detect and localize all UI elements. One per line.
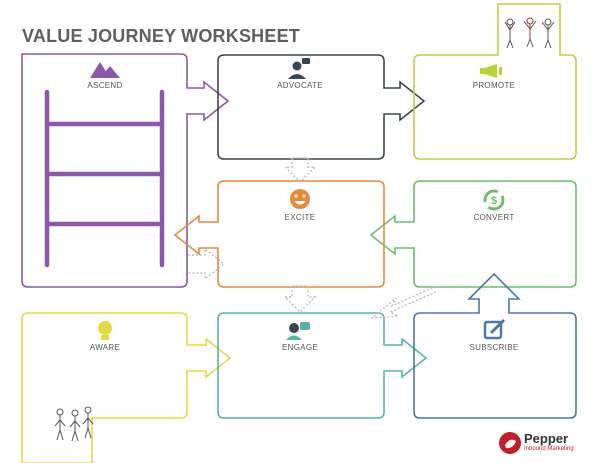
convert-box (369, 180, 577, 288)
lightbulb-head-icon (98, 321, 112, 340)
conversation-icon (286, 322, 310, 340)
logo-name: Pepper (524, 431, 569, 446)
label-excite: EXCITE (284, 213, 316, 222)
stick-figures-bottom-icon (54, 406, 94, 442)
stick-figures-icon (504, 17, 555, 49)
dotted-arrows (188, 157, 437, 319)
label-convert: CONVERT (473, 213, 515, 222)
smiley-icon (290, 189, 310, 209)
label-aware: AWARE (89, 343, 121, 352)
megaphone-icon (480, 64, 502, 78)
pepper-logo-icon (499, 432, 521, 454)
dotted-arrow-ascend-to-excite (188, 247, 226, 281)
label-advocate: ADVOCATE (277, 81, 323, 90)
logo-tagline: Inbound Marketing (524, 446, 574, 452)
subscribe-box (413, 272, 577, 419)
dollar-cycle-icon: $ (483, 189, 505, 211)
label-ascend: ASCEND (87, 81, 123, 90)
edit-icon (483, 318, 506, 340)
page-title: VALUE JOURNEY WORKSHEET (22, 26, 300, 46)
label-engage: ENGAGE (281, 343, 319, 352)
aware-box (21, 312, 232, 463)
advocate-box (217, 54, 426, 160)
ascend-box (21, 53, 230, 288)
mountains-icon (90, 62, 120, 78)
label-subscribe: SUBSCRIBE (469, 343, 519, 352)
dotted-arrow-convert-to-engage (369, 285, 437, 319)
promote-box (413, 3, 577, 160)
ladder-icon (44, 89, 165, 268)
svg-text:$: $ (491, 195, 497, 207)
dotted-arrow-excite-to-engage (283, 285, 317, 313)
dotted-arrow-advocate-to-excite (283, 157, 317, 183)
pepper-logo: Pepper Inbound Marketing (498, 430, 598, 456)
speaker-person-icon (288, 58, 310, 79)
engage-box (217, 312, 428, 419)
label-promote: PROMOTE (472, 81, 516, 90)
excite-box (173, 180, 385, 288)
